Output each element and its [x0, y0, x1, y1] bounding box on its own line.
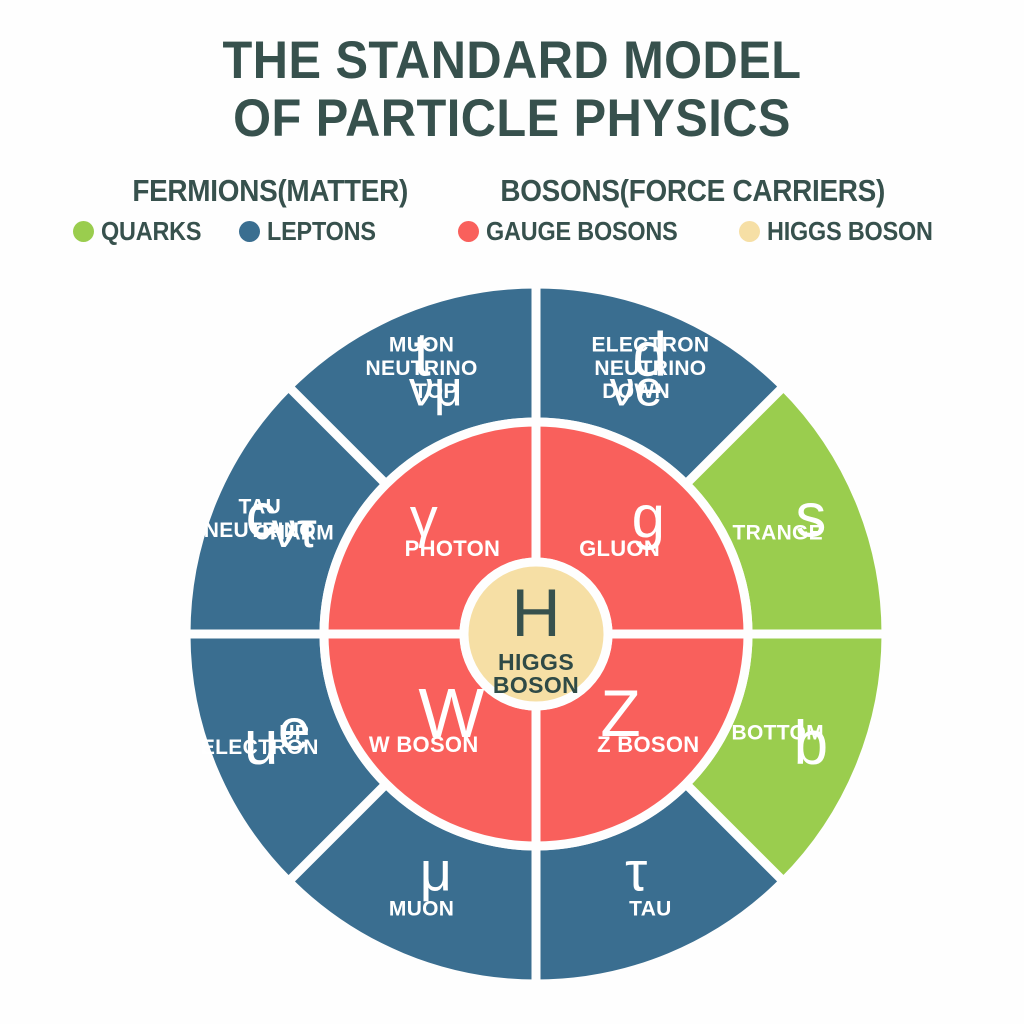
particle-name-higgs-boson-line-1: HIGGS [498, 649, 574, 675]
particle-name-gluon: GLUON [579, 536, 660, 561]
particle-symbol-charm: c [246, 482, 277, 551]
particle-name-tau-neutrino-line-1: TAU [239, 495, 282, 518]
ring-outer-ring [181, 279, 891, 989]
particle-name-tau: TAU [629, 898, 672, 921]
particle-symbol-electron-neutrino: νe [610, 360, 663, 416]
wheel-segments [181, 279, 891, 989]
particle-symbol-gluon: g [632, 484, 665, 551]
header: THE STANDARD MODEL OF PARTICLE PHYSICS F… [0, 0, 1024, 247]
particle-symbol-muon-neutrino: νμ [409, 360, 463, 416]
legend-swatch-higgs-boson-icon [738, 221, 760, 242]
particle-name-muon: MUON [389, 898, 454, 921]
legend-items: QUARKS LEPTONS GAUGE BOSONS HIGGS BOSON [0, 216, 1024, 247]
particle-symbol-bottom: b [794, 709, 828, 778]
particle-symbol-tau: τ [625, 840, 647, 903]
particle-symbol-tau-neutrino: ντ [272, 502, 317, 558]
particle-symbol-muon: μ [420, 840, 452, 903]
legend-swatch-leptons-icon [238, 221, 260, 242]
particle-name-muon-neutrino-line-2: NEUTRINO [366, 357, 478, 380]
particle-name-muon-neutrino-line-1: MUON [389, 334, 454, 357]
particle-symbol-higgs-boson: H [511, 575, 560, 651]
legend-label-higgs-boson: HIGGS BOSON [766, 216, 933, 246]
particle-symbol-top: t [414, 320, 431, 389]
legend-heading-bosons: BOSONS(FORCE CARRIERS) [500, 173, 886, 208]
particle-name-electron-neutrino-line-1: ELECTRON [591, 334, 709, 357]
particle-name-electron-neutrino-line-2: NEUTRINO [594, 357, 706, 380]
particle-name-top: TOP [414, 380, 458, 403]
legend-swatch-gauge-bosons-icon [457, 221, 479, 242]
legend-item-leptons[interactable]: LEPTONS [238, 216, 388, 247]
particle-name-photon: PHOTON [405, 536, 501, 561]
particle-name-z-boson: Z BOSON [597, 732, 699, 757]
legend-label-leptons: LEPTONS [266, 216, 376, 246]
particle-name-electron: ELECTRON [201, 736, 319, 759]
legend-item-gauge-bosons[interactable]: GAUGE BOSONS [457, 216, 699, 247]
particle-symbol-down: d [633, 320, 667, 389]
particle-name-charm: CHARM [254, 521, 334, 544]
particle-symbol-strange: s [795, 482, 826, 551]
particle-symbol-w-boson: W [418, 674, 484, 752]
particle-symbol-photon: γ [410, 486, 438, 549]
particle-symbol-electron: e [278, 697, 310, 762]
particle-name-bottom: BOTTOM [732, 722, 824, 745]
legend-heading-fermions: FERMIONS(MATTER) [132, 173, 409, 208]
particle-symbol-z-boson: Z [600, 676, 640, 750]
particle-name-higgs-boson-line-2: BOSON [493, 672, 579, 698]
particle-name-up: UP [279, 722, 309, 745]
particle-symbol-up: u [244, 709, 278, 778]
legend-label-gauge-bosons: GAUGE BOSONS [485, 216, 678, 246]
page-title-line-2: OF PARTICLE PHYSICS [233, 89, 791, 148]
particle-name-down: DOWN [602, 380, 670, 403]
legend-headings: FERMIONS(MATTER) BOSONS(FORCE CARRIERS) [0, 173, 1024, 209]
page-title-line-1: THE STANDARD MODEL [222, 31, 802, 90]
particle-name-w-boson: W BOSON [369, 732, 479, 757]
particle-name-strange: TRANGE [733, 521, 823, 544]
particle-name-tau-neutrino-line-2: NEUTRINO [204, 519, 316, 542]
legend-item-higgs-boson[interactable]: HIGGS BOSON [738, 216, 951, 247]
segment-higgs-boson[interactable] [459, 557, 613, 711]
legend-item-quarks[interactable]: QUARKS [73, 216, 212, 247]
legend-swatch-quarks-icon [73, 221, 95, 242]
legend-label-quarks: QUARKS [101, 216, 202, 246]
